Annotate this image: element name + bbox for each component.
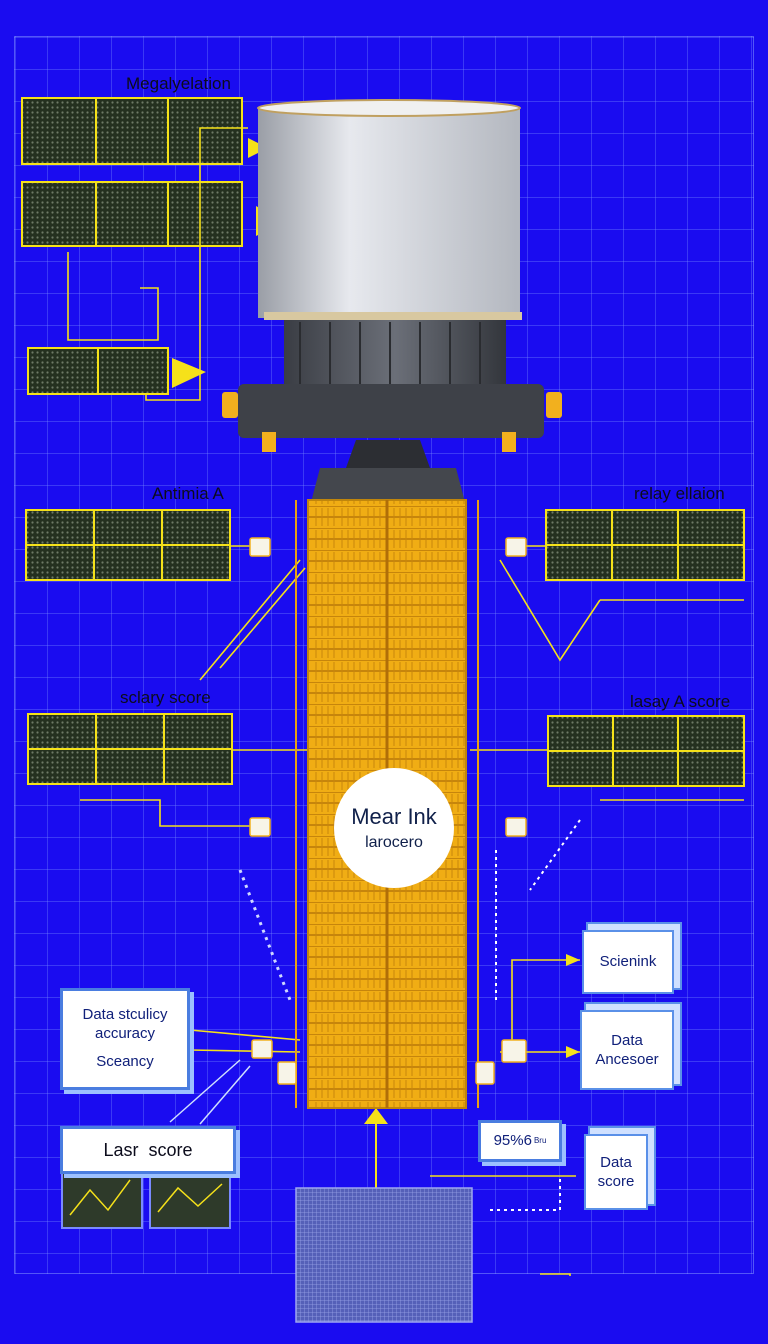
module-icons [249,537,527,1085]
data-box-line1: Data stculicy [82,1005,168,1023]
data-accessor-box: Data Ancesoer [580,1010,674,1090]
data-accessor-line1: Data [611,1031,643,1049]
radiator-mesh [295,1187,473,1323]
connector-lines [67,127,744,1276]
solar-panel-top-1 [21,97,243,165]
data-box-line3: Sceancy [96,1053,154,1071]
satellite-body-icon [222,99,562,506]
data-score-line2: score [597,1173,635,1190]
label-sclary: sclary score [120,688,211,707]
core-circle: Mear Ink larocero [334,768,454,888]
label-lasay: lasay A score [630,692,731,711]
scienink-box: Scienink [582,930,674,994]
data-accessor-line2: Ancesoer [595,1051,659,1068]
core-title: Mear Ink [351,804,437,829]
core-subtitle: larocero [365,834,423,851]
label-top: Megalyelation [126,74,231,93]
scienink-label: Scienink [599,953,657,971]
laser-score-box: Lasr score [60,1126,236,1174]
data-accuracy-box: Data stculicy accuracy Sceancy [60,988,190,1090]
laser-thumbnails [61,1169,231,1229]
solar-panel-left-1 [25,509,231,581]
label-relay: relay ellaion [634,484,725,503]
solar-panel-small [27,347,169,395]
percent-value: 95%6 [493,1131,532,1149]
solar-panel-right-2 [547,715,745,787]
solar-panel-left-2 [27,713,233,785]
label-antenna: Antimia A [152,484,224,503]
solar-panel-top-2 [21,181,243,247]
percent-unit: Bru [533,1136,547,1145]
laser-title: Lasr score [103,1139,193,1160]
data-score-box: Data score [584,1134,648,1210]
solar-panel-right-1 [545,509,745,581]
percent-box: 95%6 Bru [478,1120,562,1162]
data-box-line2: accuracy [94,1024,156,1042]
data-score-line1: Data [600,1153,632,1171]
